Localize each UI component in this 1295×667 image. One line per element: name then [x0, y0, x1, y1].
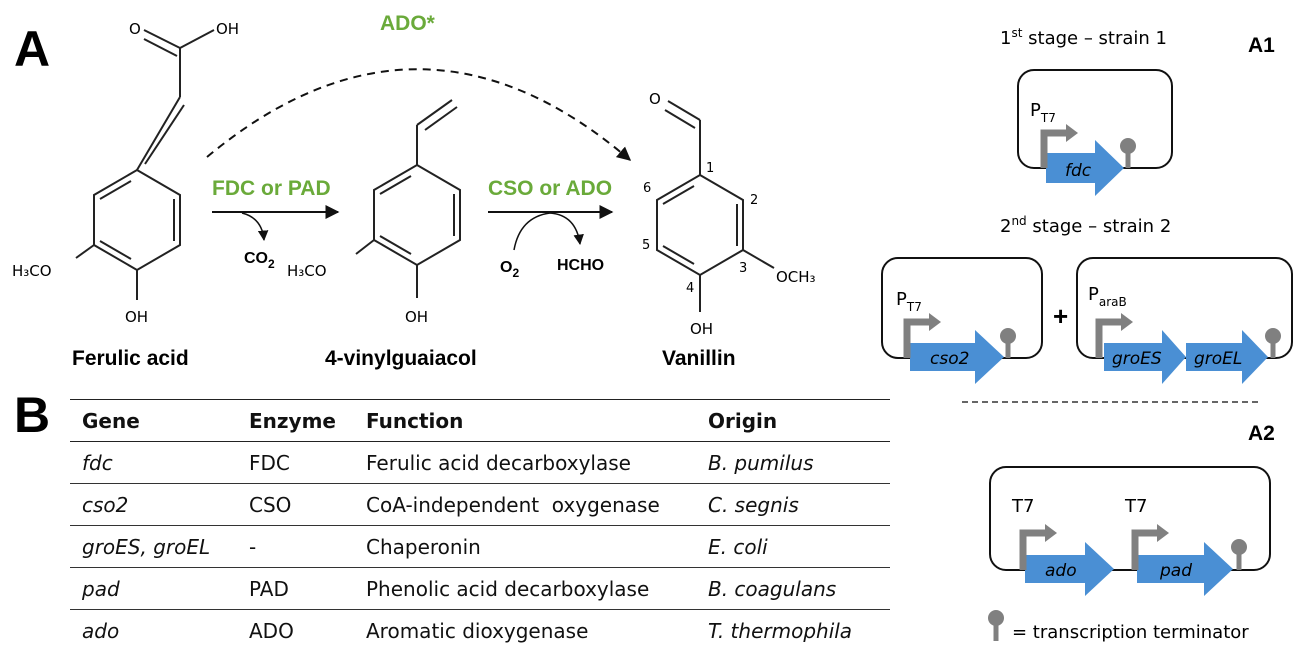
o2-hcho-arrow	[513, 212, 584, 251]
cell-origin: E. coli	[696, 525, 890, 568]
promoter-t7-label-ado: T7	[1011, 496, 1034, 517]
table-row: cso2 CSO CoA-independent oxygenase C. se…	[70, 483, 890, 526]
step1-enzyme-label: FDC or PAD	[212, 177, 331, 200]
cell-gene: cso2	[70, 483, 237, 526]
gene-label-pad: pad	[1159, 561, 1192, 581]
promoter-icon-pad	[1131, 529, 1159, 570]
terminator-icon-groesl	[1265, 328, 1281, 358]
terminator-icon-strain1	[1120, 138, 1136, 168]
vinylguaiacol-oh-label: OH	[405, 308, 428, 326]
cell-origin: B. coagulans	[696, 567, 890, 610]
compound-name-ferulic-acid: Ferulic acid	[72, 347, 189, 370]
gene-label-fdc: fdc	[1065, 161, 1092, 181]
col-header-function: Function	[354, 399, 696, 442]
gene-label-groel: groEL	[1194, 349, 1242, 369]
vanillin-oxo-label: O	[649, 90, 661, 108]
stage2-title: 2nd stage – strain 2	[1000, 214, 1171, 237]
cell-function: Phenolic acid decarboxylase	[354, 567, 696, 610]
panel-label-a2: A2	[1248, 422, 1275, 445]
compound-name-4-vinylguaiacol: 4-vinylguaiacol	[325, 347, 477, 370]
vanillin-structure	[656, 100, 775, 312]
vanillin-oh-label: OH	[690, 320, 713, 338]
table-row: pad PAD Phenolic acid decarboxylase B. c…	[70, 567, 890, 610]
table-row: ado ADO Aromatic dioxygenase T. thermoph…	[70, 610, 890, 652]
cell-gene: fdc	[70, 441, 237, 484]
terminator-icon-a2	[1231, 539, 1247, 570]
cell-gene: pad	[70, 567, 237, 610]
table-row: groES, groEL - Chaperonin E. coli	[70, 525, 890, 568]
cell-origin: B. pumilus	[696, 441, 890, 484]
promoter-icon-ado	[1019, 529, 1047, 570]
promoter-icon-arab	[1095, 318, 1123, 358]
panel-label-a: A	[14, 21, 50, 77]
ferulic-oxo-label: O	[129, 20, 141, 38]
ferulic-para-oh-label: OH	[125, 308, 148, 326]
gene-label-ado: ado	[1045, 561, 1077, 581]
gene-arrow-ado	[1025, 542, 1114, 596]
table-header-row: Gene Enzyme Function Origin	[70, 399, 890, 442]
cell-gene: ado	[82, 618, 120, 643]
panel-label-b: B	[14, 387, 50, 443]
promoter-t7-label-cso2: PT7	[896, 289, 922, 314]
cell-origin: C. segnis	[696, 483, 890, 526]
co2-release-arrow	[241, 212, 269, 242]
terminator-legend-icon	[988, 610, 1004, 641]
stage1-title: 1st stage – strain 1	[1000, 26, 1167, 49]
plus-sign: +	[1053, 301, 1068, 331]
gene-arrow-groes	[1104, 330, 1186, 384]
gene-arrow-pad	[1137, 542, 1233, 596]
step1-byproduct: CO2	[244, 250, 275, 271]
ring-number-1: 1	[706, 161, 714, 176]
col-header-origin: Origin	[696, 399, 890, 442]
promoter-t7-label-strain1: PT7	[1030, 100, 1056, 125]
promoter-t7-label-pad: T7	[1124, 496, 1147, 517]
cell-enzyme: PAD	[237, 567, 354, 610]
terminator-icon-cso2	[1000, 328, 1016, 358]
direct-ado-arrow	[206, 68, 632, 161]
cell-function: Ferulic acid decarboxylase	[354, 441, 696, 484]
col-header-enzyme: Enzyme	[237, 399, 354, 442]
terminator-legend-label: = transcription terminator	[1012, 622, 1249, 643]
vinylguaiacol-structure	[355, 99, 461, 298]
cell-enzyme: FDC	[237, 441, 354, 484]
gene-arrow-groel	[1186, 330, 1268, 384]
ferulic-acid-structure	[75, 29, 215, 300]
ferulic-h3co-label: H₃CO	[12, 262, 52, 280]
direct-ado-label: ADO*	[380, 12, 436, 35]
cell-function: CoA-independent oxygenase	[354, 483, 696, 526]
vinylguaiacol-h3co-label: H₃CO	[287, 262, 327, 280]
cell-function: Aromatic dioxygenase	[366, 618, 589, 643]
ring-number-4: 4	[686, 281, 694, 296]
gene-arrow-fdc	[1046, 140, 1124, 196]
ring-number-6: 6	[643, 181, 651, 196]
compound-name-vanillin: Vanillin	[662, 347, 736, 370]
promoter-icon-cso2	[903, 318, 931, 358]
panel-label-a1: A1	[1248, 34, 1275, 57]
step2-byproduct: HCHO	[557, 257, 604, 274]
step2-cosubstrate: O2	[500, 259, 519, 280]
cell-enzyme: -	[237, 525, 354, 568]
cell-enzyme: ADO	[249, 618, 294, 643]
table-row: fdc FDC Ferulic acid decarboxylase B. pu…	[70, 441, 890, 484]
gene-label-cso2: cso2	[930, 349, 969, 369]
cell-function: Chaperonin	[354, 525, 696, 568]
ferulic-oh-label: OH	[216, 20, 239, 38]
cell-enzyme: CSO	[237, 483, 354, 526]
cell-gene: groES, groEL	[70, 525, 237, 568]
ring-number-5: 5	[642, 238, 650, 253]
gene-table: Gene Enzyme Function Origin fdc FDC Feru…	[70, 399, 890, 651]
promoter-icon-strain1	[1040, 129, 1068, 168]
cell-origin: T. thermophila	[708, 618, 853, 643]
ring-number-2: 2	[750, 193, 758, 208]
gene-label-groes: groES	[1112, 349, 1162, 369]
plasmid-a2	[989, 466, 1271, 571]
ring-number-3: 3	[739, 261, 747, 276]
step2-enzyme-label: CSO or ADO	[488, 177, 612, 200]
promoter-arab-label: ParaB	[1088, 284, 1127, 309]
vanillin-och3-label: OCH₃	[776, 268, 816, 286]
gene-arrow-cso2	[910, 330, 1004, 384]
col-header-gene: Gene	[70, 399, 237, 442]
